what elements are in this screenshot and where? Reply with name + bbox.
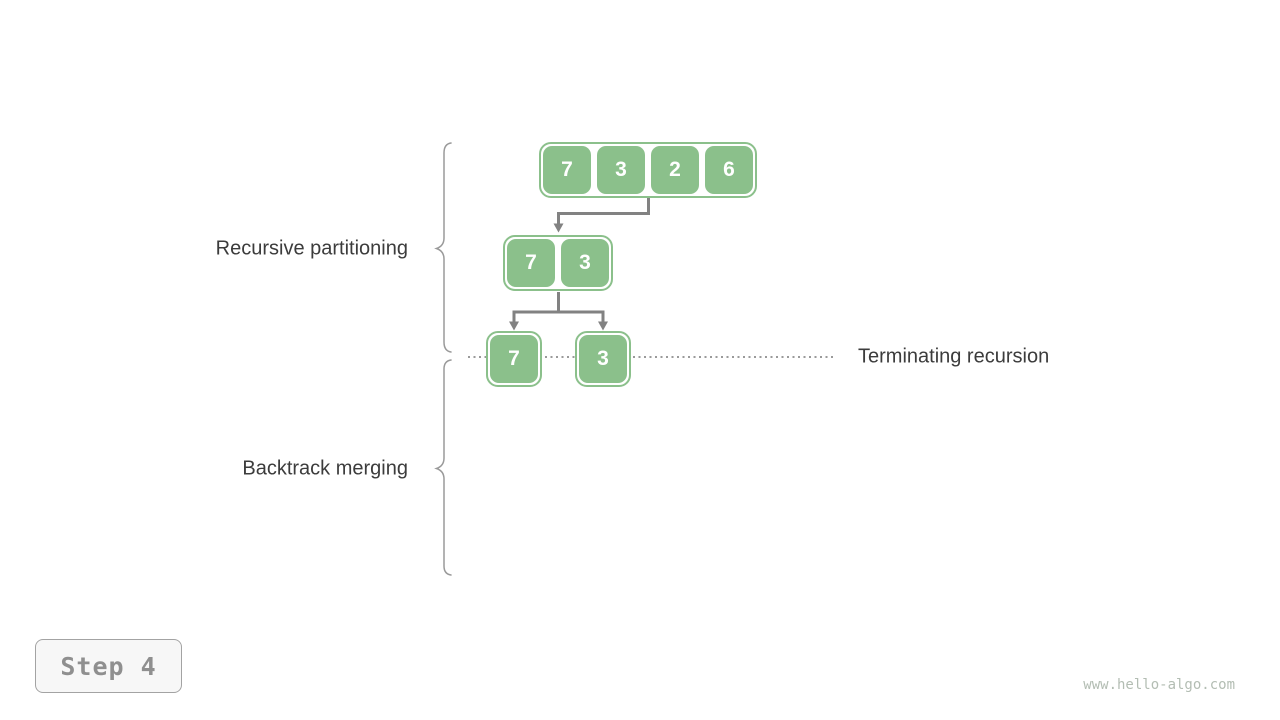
- array-level1: 7 3 2 6: [539, 142, 757, 198]
- array-cell: 3: [597, 146, 645, 194]
- array-cell: 2: [651, 146, 699, 194]
- backtrack-merging-label: Backtrack merging: [242, 457, 408, 480]
- array-cell: 7: [507, 239, 555, 287]
- array-cell: 6: [705, 146, 753, 194]
- array-cell: 7: [543, 146, 591, 194]
- recursive-partitioning-label: Recursive partitioning: [215, 237, 408, 260]
- array-cell: 3: [579, 335, 627, 383]
- array-cell: 7: [490, 335, 538, 383]
- brace-recursive-partitioning: [434, 142, 452, 353]
- terminating-recursion-label: Terminating recursion: [858, 345, 1050, 368]
- watermark-url: www.hello-algo.com: [1083, 677, 1235, 693]
- array-level2: 7 3: [503, 235, 613, 291]
- step-badge: Step 4: [35, 639, 182, 693]
- array-level3-right: 3: [575, 331, 631, 387]
- brace-backtrack-merging: [434, 359, 452, 576]
- arrow-level1-to-level2: [553, 198, 650, 233]
- array-level3-left: 7: [486, 331, 542, 387]
- array-cell: 3: [561, 239, 609, 287]
